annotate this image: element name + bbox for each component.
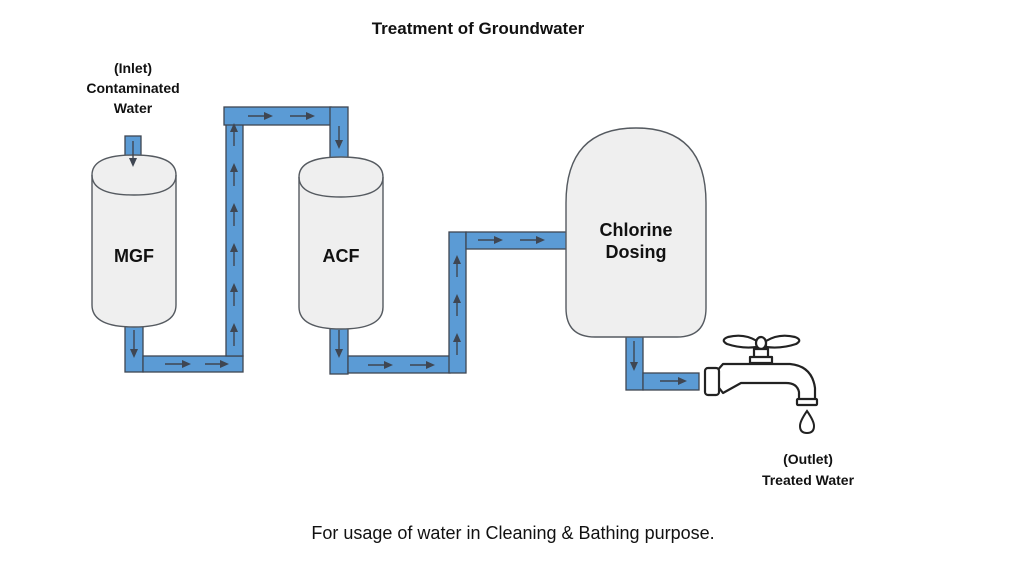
outlet-label-line2: Treated Water bbox=[762, 472, 855, 488]
flow-arrow-icon bbox=[165, 360, 191, 368]
pipe-riser-1 bbox=[225, 123, 244, 357]
mgf-label: MGF bbox=[114, 246, 154, 266]
tap-stem-base bbox=[748, 355, 774, 365]
flow-arrow-icon bbox=[478, 236, 503, 244]
flow-arrow-icon bbox=[453, 294, 461, 316]
flow-arrow-icon bbox=[453, 333, 461, 355]
flow-arrow-icon bbox=[130, 330, 138, 358]
diagram-caption: For usage of water in Cleaning & Bathing… bbox=[311, 523, 714, 543]
mgf-filter-tank: MGF bbox=[91, 154, 177, 328]
flow-arrow-icon bbox=[230, 203, 238, 226]
flow-arrow-icon bbox=[230, 283, 238, 306]
flow-arrow-icon bbox=[453, 255, 461, 277]
flow-arrow-icon bbox=[248, 112, 273, 120]
acf-tank-rim bbox=[298, 176, 384, 198]
flow-arrow-icon bbox=[660, 377, 687, 385]
tap-handle-right bbox=[764, 334, 801, 349]
chlorine-tank-body bbox=[565, 127, 707, 338]
chlorine-label-line2: Dosing bbox=[606, 242, 667, 262]
flow-arrow-icon bbox=[205, 360, 229, 368]
water-drop-icon bbox=[798, 409, 816, 435]
flow-arrow-icon bbox=[335, 126, 343, 149]
tap-handle-left bbox=[722, 334, 759, 349]
chlorine-dosing-tank: Chlorine Dosing bbox=[565, 127, 707, 338]
mgf-tank-body bbox=[91, 154, 177, 328]
flow-arrow-icon bbox=[520, 236, 545, 244]
pipes bbox=[124, 106, 700, 391]
inlet-label-line3: Water bbox=[114, 100, 153, 116]
acf-tank-body bbox=[298, 156, 384, 330]
pipe-acf-bottom bbox=[347, 355, 451, 374]
acf-filter-tank: ACF bbox=[298, 156, 384, 330]
flow-arrow-icon bbox=[230, 243, 238, 266]
tap-body bbox=[714, 362, 817, 402]
flow-arrow-icon bbox=[230, 323, 238, 346]
flow-arrow-icon bbox=[230, 123, 238, 146]
water-tap-icon bbox=[703, 334, 819, 407]
tap-spout-rim bbox=[795, 397, 819, 407]
flow-arrow-icon bbox=[129, 141, 137, 167]
outlet-label: (Outlet) Treated Water bbox=[762, 451, 855, 488]
flow-arrow-icon bbox=[368, 361, 393, 369]
inlet-label: (Inlet) Contaminated Water bbox=[86, 60, 179, 116]
mgf-tank-rim bbox=[91, 174, 177, 196]
tap-inlet-collar bbox=[703, 366, 721, 397]
flow-arrow-icon bbox=[335, 330, 343, 358]
flow-arrow-icon bbox=[630, 341, 638, 371]
flow-arrows bbox=[129, 112, 687, 385]
flow-arrow-icon bbox=[290, 112, 315, 120]
inlet-label-line1: (Inlet) bbox=[114, 60, 152, 76]
acf-label: ACF bbox=[323, 246, 360, 266]
outlet-label-line1: (Outlet) bbox=[783, 451, 833, 467]
chlorine-label-line1: Chlorine bbox=[599, 220, 672, 240]
flow-arrow-icon bbox=[410, 361, 435, 369]
diagram-title: Treatment of Groundwater bbox=[372, 19, 585, 38]
pipe-mgf-bottom bbox=[142, 355, 244, 373]
inlet-label-line2: Contaminated bbox=[86, 80, 179, 96]
tap-handle-hub bbox=[754, 335, 768, 351]
flow-arrow-icon bbox=[230, 163, 238, 186]
